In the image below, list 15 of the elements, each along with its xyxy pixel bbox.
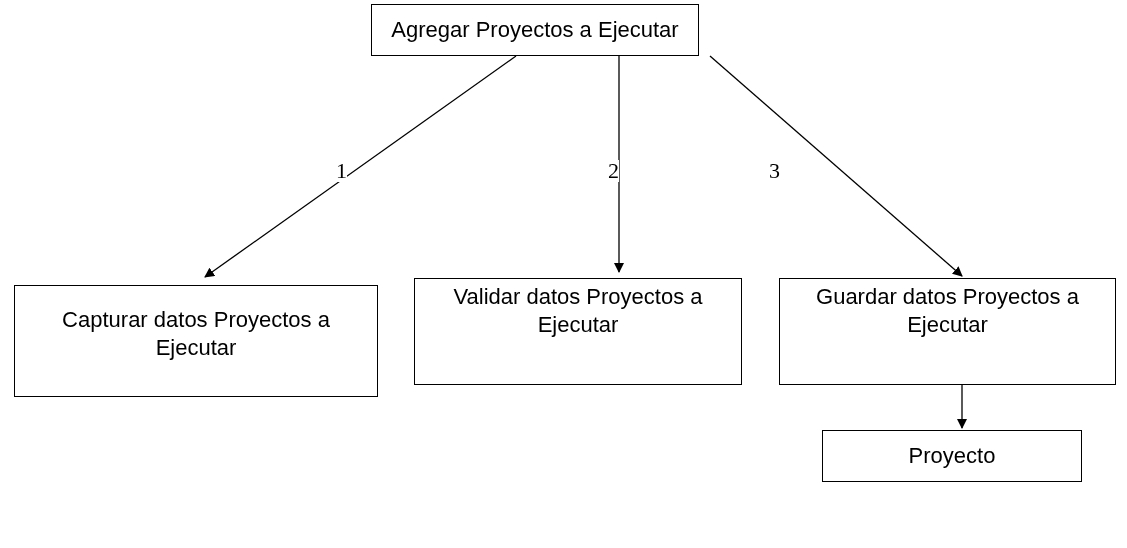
box-label: Proyecto [907, 442, 997, 470]
arrow [957, 384, 967, 429]
arrow [709, 55, 963, 277]
arrow [614, 55, 624, 273]
box-label: Guardar datos Proyectos a Ejecutar [815, 283, 1080, 339]
edge-label: 2 [608, 160, 619, 182]
process-box [779, 278, 1116, 385]
process-box [414, 278, 742, 385]
arrow [204, 55, 517, 278]
process-box [822, 430, 1082, 482]
box-label: Capturar datos Proyectos a Ejecutar [61, 306, 331, 362]
box-label: Validar datos Proyectos a Ejecutar [452, 283, 704, 339]
process-box [14, 285, 378, 397]
process-box [371, 4, 699, 56]
box-label: Agregar Proyectos a Ejecutar [390, 16, 680, 44]
